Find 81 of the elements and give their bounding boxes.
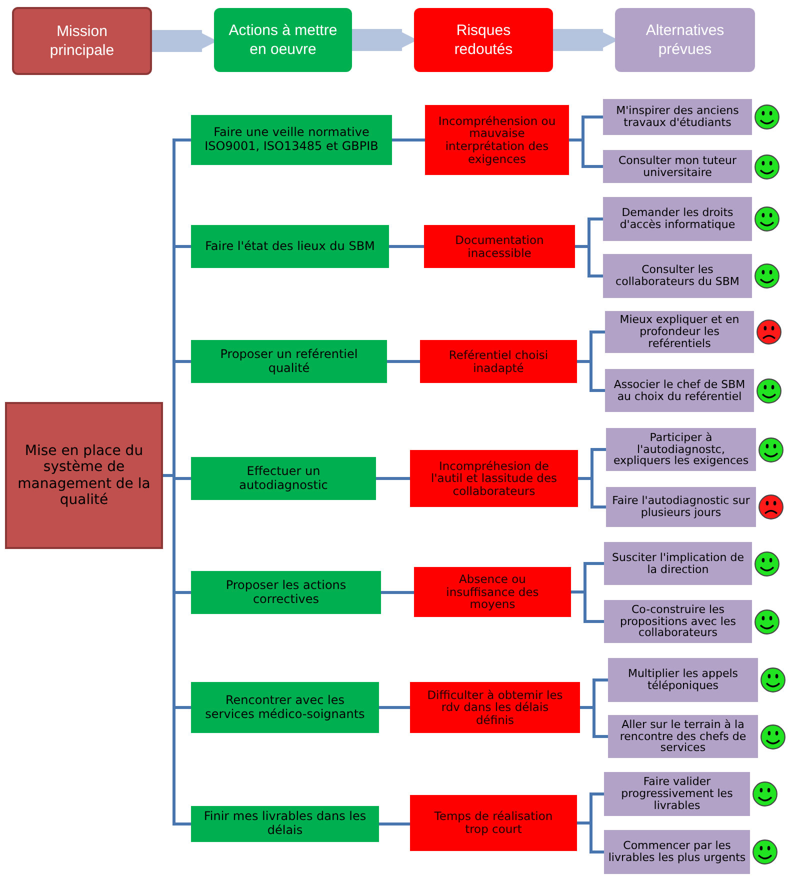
risk-box [410,682,580,733]
risk-box [410,450,578,507]
node-text: Mieux expliquer et en profondeur les reférentiels [618,314,740,350]
alternative-box [604,542,752,585]
action-box [191,457,376,500]
node-text: Associer le chef de SBM au choix du reférentiel [612,378,746,402]
alternative-box [603,197,752,241]
node-text: Alternatives prévues [644,20,726,60]
alternative-box [604,772,750,816]
node-text: Reférentiel choisi inadapté [448,348,550,374]
node-text: Demander les droits d'accès informatique [618,207,736,231]
alternative-box [603,99,752,135]
node-text: Incompréhension ou mauvaise interprétation des exigences [437,114,557,166]
connector-line [379,822,410,826]
connector-line [389,245,424,248]
node-text: Difficulter à obtemir les rdv dans les délais définis [426,688,564,726]
connector-line [577,360,605,392]
alternative-box [608,715,758,758]
node-text: Incompréhesion de l'autil et lassitude des collaborateurs [430,460,558,498]
node-text: Rencontrer avec les services médico-soignants [204,694,366,722]
node-text: Proposer les actions correctives [224,578,348,606]
alternative-box [605,311,754,353]
alternative-box [606,487,756,527]
alternative-box [604,600,752,643]
node-text: M'inspirer des anciens travaux d'étudiants [615,105,740,129]
node-text: Faire une veille normative ISO9001, ISO13485 et GBPIB [204,126,380,154]
connector-line [392,138,425,142]
risk-box [425,105,569,175]
header-box [214,8,352,72]
action-box [191,806,379,842]
action-box [191,115,392,165]
node-text: Finir mes livrables dans les délais [203,810,367,838]
risk-box [414,567,571,617]
connector-line [577,822,604,854]
mission-box [5,402,163,549]
node-text: Absence ou insuffisance des moyens [445,573,540,611]
header-box [615,8,755,72]
connector-line [575,245,603,278]
alternative-box [603,254,752,298]
node-text: Effectuer un autodiagnostic [238,464,329,492]
node-text: Co-construire les propositions avec les collaborateurs [619,604,737,640]
alternative-box [605,369,754,412]
action-box [191,571,381,614]
risk-box [424,225,575,268]
risk-box [410,795,577,851]
risk-box [420,340,577,383]
connector-line [376,477,410,480]
node-text: Risques redoutés [453,20,514,60]
alternative-box [606,428,756,471]
node-text: Aller sur le terrain à la rencontre des chefs de services [618,718,748,754]
connector-line [580,706,608,738]
action-box [191,340,387,383]
node-text: Susciter l'implication de la direction [611,552,745,576]
node-text: Actions à mettre en oeuvre [228,20,338,60]
node-text: Commencer par les livrables les plus urgents [608,840,746,864]
alternative-box [604,830,750,874]
node-text: Participer à l'autodiagnostc, expliquers les exigences [612,432,750,468]
alternative-box [608,658,758,702]
node-text: Proposer un reférentiel qualité [219,348,359,376]
connector-line [163,474,191,826]
connector-line [571,590,604,623]
node-text: Documentation inacessible [454,234,545,260]
connector-line [387,360,420,363]
node-text: Consulter mon tuteur universitaire [617,154,738,178]
connector-line [381,591,414,594]
action-box [191,225,389,268]
node-text: Faire l'autodiagnostic sur plusieurs jours [611,495,751,519]
connector-line [379,706,410,709]
node-text: Faire l'état des lieux du SBM [205,240,375,254]
connector-line [578,477,606,508]
action-box [191,682,379,733]
alternative-box [603,150,752,183]
header-box [12,7,152,75]
node-text: Temps de réalisation trop court [433,810,554,836]
node-text: Consulter les collaborateurs du SBM [614,264,740,288]
node-text: Mise en place du système de management de la qualité [16,443,152,508]
node-text: Mission principale [48,22,116,60]
node-text: Faire valider progressivement les livrables [620,776,734,812]
connector-line [569,138,603,168]
node-text: Multiplier les appels téléponiques [626,668,740,692]
header-box [414,8,553,72]
